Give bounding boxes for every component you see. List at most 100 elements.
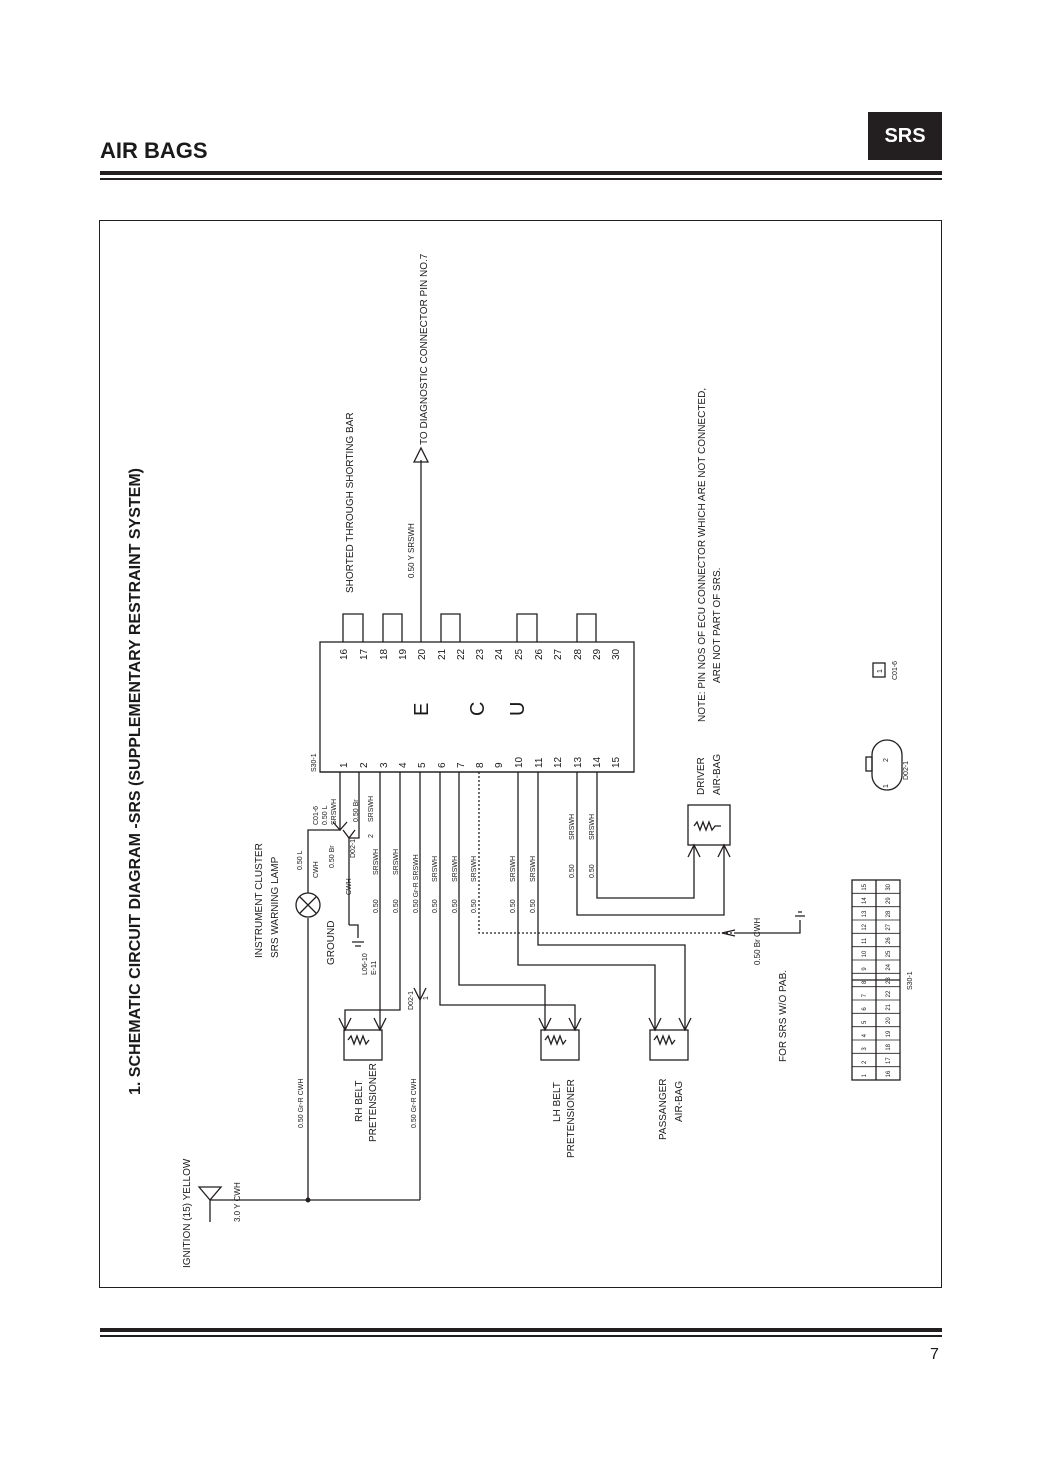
ecu-pin-right: 24 <box>494 648 505 660</box>
diagnostic-label: TO DIAGNOSTIC CONNECTOR PIN NO.7 <box>419 253 430 445</box>
s30-cell-bottom: 30 <box>886 883 892 890</box>
ecu-pin-right: 29 <box>592 648 603 660</box>
wire-label-srswh-11: SRSWH <box>530 856 537 882</box>
header-rule-thick <box>100 171 942 175</box>
ecu-pin-right: 18 <box>379 648 390 660</box>
s30-cell-top: 1 <box>862 1073 868 1077</box>
s30-cell-top: 9 <box>862 967 868 971</box>
wire-label-srswh-6: SRSWH <box>432 856 439 882</box>
s30-cell-bottom: 22 <box>886 990 892 997</box>
wire-label-srswh-2: SRSWH <box>368 796 375 822</box>
ecu-letter-c: C <box>467 702 489 716</box>
s30-cell-bottom: 17 <box>886 1057 892 1064</box>
s30-cell-bottom: 29 <box>886 897 892 904</box>
wire-label-050-3: 0.50 <box>373 899 380 913</box>
lh-belt-label-b: PRETENSIONER <box>566 1079 577 1158</box>
wire-label-l: 0.50 L <box>297 850 304 870</box>
s30-cell-bottom: 19 <box>886 1030 892 1037</box>
ecu-pin-left: 14 <box>592 756 603 768</box>
wire-label-pin2: 2 <box>368 834 375 838</box>
s30-cell-bottom: 26 <box>886 937 892 944</box>
s30-cell-bottom: 28 <box>886 910 892 917</box>
passenger-box <box>649 1029 689 1061</box>
ecu-letter-u: U <box>507 702 529 716</box>
wire-label-050-13: 0.50 <box>569 864 576 878</box>
s30-1-label: S30-1 <box>907 971 914 990</box>
ground-conn-a: L06-10 <box>362 953 369 975</box>
s30-cell-top: 12 <box>862 923 868 930</box>
ecu-pin-left: 7 <box>456 762 467 768</box>
s30-cell-top: 15 <box>862 883 868 890</box>
ecu-pin-right: 23 <box>475 648 486 660</box>
c01-6-label: C01-6 <box>892 661 899 680</box>
s30-cell-bottom: 20 <box>886 1017 892 1024</box>
ground-label: GROUND <box>326 921 337 965</box>
wire-label-050l: 0.50 L <box>322 805 329 825</box>
wire-label-050-7b: 0.50 <box>471 899 478 913</box>
ecu-pin-right: 20 <box>417 648 428 660</box>
ecu-pin-right: 27 <box>553 648 564 660</box>
ecu-pin-right: 28 <box>573 648 584 660</box>
header-rule-thin <box>100 178 942 180</box>
ignition-wire-label: 3.0 Y CWH <box>233 1182 242 1222</box>
driver-label-a: DRIVER <box>696 757 707 795</box>
wire-label-grr-cwh-1: 0.50 Gr-R CWH <box>298 1079 305 1128</box>
shorting-bar-label: SHORTED THROUGH SHORTING BAR <box>345 412 356 593</box>
page-number: 7 <box>930 1346 939 1363</box>
d02-1-label: D02-1 <box>903 761 910 780</box>
wire-label-050-14: 0.50 <box>589 864 596 878</box>
ecu-pin-left: 10 <box>514 756 525 768</box>
s30-cell-top: 5 <box>862 1020 868 1024</box>
wire-label-050-11: 0.50 <box>530 899 537 913</box>
wire-label-grr-srswh: 0.50 Gr-R SRSWH <box>413 854 420 913</box>
ecu-pin-right: 19 <box>398 648 409 660</box>
s30-cell-bottom: 16 <box>886 1070 892 1077</box>
s30-cell-bottom: 27 <box>886 923 892 930</box>
s30-cell-top: 2 <box>862 1060 868 1064</box>
diagnostic-wire-label: 0.50 Y SRSWH <box>407 523 416 578</box>
wire-label-srswh-7b: SRSWH <box>471 856 478 882</box>
s30-cell-top: 11 <box>862 937 868 944</box>
s30-cell-bottom: 21 <box>886 1003 892 1010</box>
wire-label-srswh-4: SRSWH <box>393 849 400 875</box>
s30-cell-top: 7 <box>862 993 868 997</box>
wire-label-br-1: 0.50 Br <box>329 845 336 868</box>
srs-ground-wire-label: 0.50 Br CWH <box>753 918 762 965</box>
wire-label-050-10: 0.50 <box>510 899 517 913</box>
footer-rule-thick <box>100 1328 942 1332</box>
ecu-pin-left: 1 <box>339 762 350 768</box>
wire-label-050-4: 0.50 <box>393 899 400 913</box>
passenger-label-a: PASSANGER <box>658 1079 669 1141</box>
section-badge: SRS <box>868 112 942 160</box>
rh-belt-label-a: RH BELT <box>354 1081 365 1123</box>
wire-label-cwh-2: CWH <box>346 878 353 895</box>
wire-label-050-7: 0.50 <box>452 899 459 913</box>
ecu-pin-left: 15 <box>611 756 622 768</box>
wire-label-srswh-10: SRSWH <box>510 856 517 882</box>
ecu-pin-left: 8 <box>475 762 486 768</box>
ecu-pin-right: 17 <box>359 648 370 660</box>
s30-cell-top: 14 <box>862 897 868 904</box>
lh-belt-box <box>540 1029 580 1061</box>
s30-cell-bottom: 23 <box>886 977 892 984</box>
note-line-1: NOTE: PIN NOS OF ECU CONNECTOR WHICH ARE… <box>697 388 708 722</box>
s30-cell-top: 6 <box>862 1007 868 1011</box>
ecu-pin-right: 25 <box>514 648 525 660</box>
rh-belt-label-b: PRETENSIONER <box>368 1063 379 1142</box>
s30-cell-top: 10 <box>862 950 868 957</box>
ecu-pin-left: 11 <box>534 757 545 768</box>
ecu-pin-right: 21 <box>437 648 448 660</box>
passenger-label-b: AIR-BAG <box>674 1081 685 1122</box>
wire-label-d021: D02-1 <box>350 839 357 858</box>
note-line-2: ARE NOT PART OF SRS. <box>712 568 723 683</box>
ecu-pin-left: 13 <box>573 756 584 768</box>
ecu-pin-right: 30 <box>611 648 622 660</box>
d02-pin-1: 1 <box>883 784 890 788</box>
ecu-pin-left: 2 <box>359 762 370 768</box>
footer-rule-thin <box>100 1335 942 1337</box>
diagram-title: 1. SCHEMATIC CIRCUIT DIAGRAM -SRS (SUPPL… <box>127 468 144 1095</box>
driver-label-b: AIR-BAG <box>712 754 723 795</box>
wire-label-srswh-1: SRSWH <box>331 799 338 825</box>
rh-belt-box <box>343 1029 383 1061</box>
section-title: AIR BAGS <box>100 138 208 163</box>
